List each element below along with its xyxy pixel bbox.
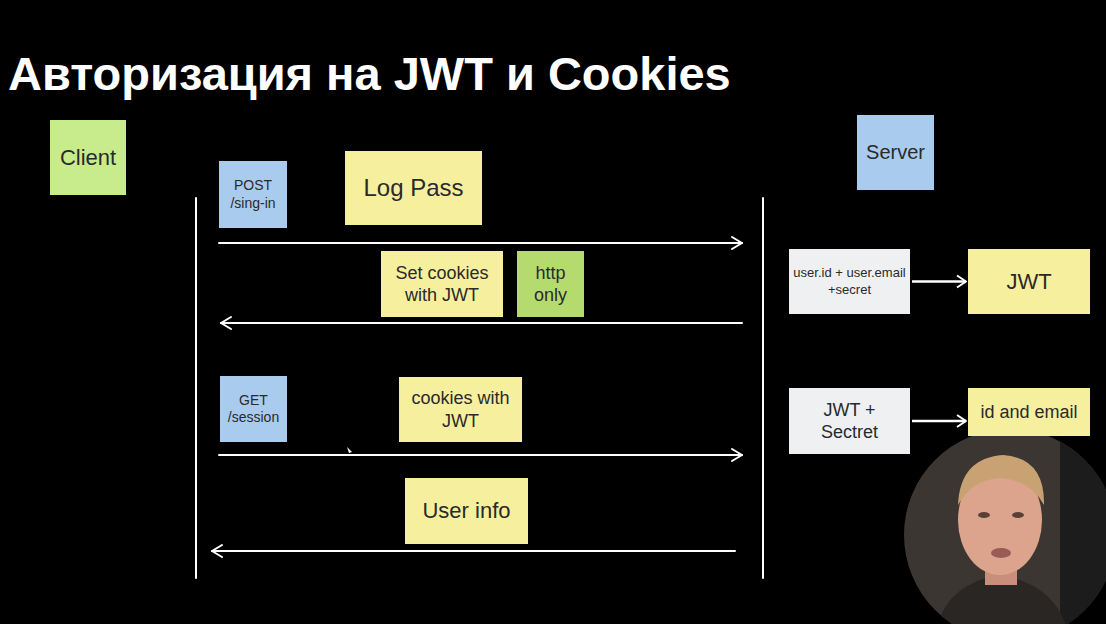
arrow-head <box>212 545 222 557</box>
actor-box: Client <box>50 120 126 195</box>
node-label: JWT + Sectret <box>793 399 906 444</box>
node-label: id and email <box>980 401 1077 424</box>
arrow-head <box>957 415 966 427</box>
arrow-head <box>957 276 966 288</box>
payload-note: Log Pass <box>345 151 482 225</box>
node-label: POST /sing-in <box>223 177 283 212</box>
result-note: JWT <box>968 249 1090 314</box>
payload-note: User info <box>405 478 528 544</box>
page-title: Авторизация на JWT и Cookies <box>8 46 731 101</box>
result-note: id and email <box>968 388 1090 436</box>
flow-arrow <box>912 415 966 427</box>
node-label: Server <box>866 140 925 165</box>
arrow-head <box>221 317 231 329</box>
node-label: Log Pass <box>363 173 463 203</box>
message-arrow <box>219 454 742 456</box>
payload-note: cookies with JWT <box>399 377 522 442</box>
client-lifeline <box>195 198 197 578</box>
arrow-head <box>732 449 742 461</box>
node-label: user.id + user.email +secret <box>793 265 906 298</box>
message-arrow <box>219 242 742 244</box>
flag-note: http only <box>517 251 584 317</box>
node-label: GET /session <box>224 392 283 427</box>
node-label: Set cookies with JWT <box>385 262 499 307</box>
node-label: User info <box>422 497 510 525</box>
payload-note: Set cookies with JWT <box>381 251 503 317</box>
mouse-cursor <box>347 447 352 453</box>
arrow-head <box>732 237 742 249</box>
connector-line <box>912 280 966 283</box>
actor-box: Server <box>857 115 934 190</box>
server-lifeline <box>762 198 764 578</box>
message-arrow <box>221 322 742 324</box>
node-label: JWT <box>1006 268 1051 296</box>
input-box: user.id + user.email +secret <box>789 249 910 314</box>
request-box: POST /sing-in <box>219 161 287 228</box>
request-box: GET /session <box>220 376 287 442</box>
input-box: JWT + Sectret <box>789 388 910 454</box>
node-label: cookies with JWT <box>403 387 518 432</box>
connector-line <box>912 420 966 423</box>
flow-arrow <box>912 276 966 288</box>
message-arrow <box>212 550 735 552</box>
node-label: http only <box>521 262 580 307</box>
node-label: Client <box>60 144 116 172</box>
